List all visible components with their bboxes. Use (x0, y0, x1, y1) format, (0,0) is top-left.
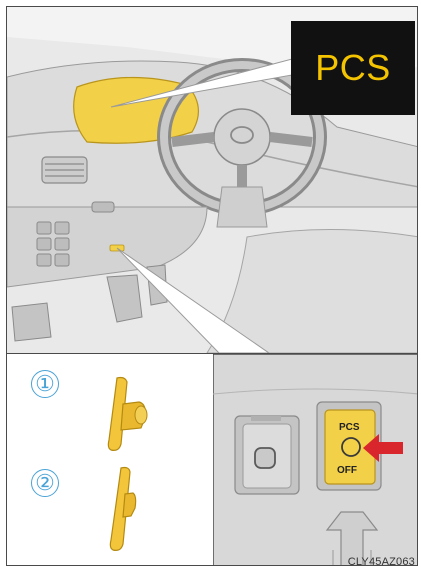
air-vent (42, 157, 87, 183)
legend-number-2: ② (31, 469, 59, 497)
figure-frame: PCS ① ② PCS OFF (6, 6, 418, 566)
indicator-light-icon (95, 464, 155, 554)
legend-number-1: ① (31, 370, 59, 398)
switch-detail-inset: PCS OFF (213, 354, 418, 566)
pcs-indicator-text: PCS (315, 47, 391, 89)
switch-bottom-text: OFF (337, 465, 357, 476)
switch-top-text: PCS (339, 422, 360, 433)
lower-section: ① ② PCS OFF (7, 353, 418, 566)
figure-code: CLY45AZ063 (348, 556, 415, 566)
indicator-light-icon (95, 374, 155, 454)
pcs-indicator-label: PCS (291, 21, 415, 115)
